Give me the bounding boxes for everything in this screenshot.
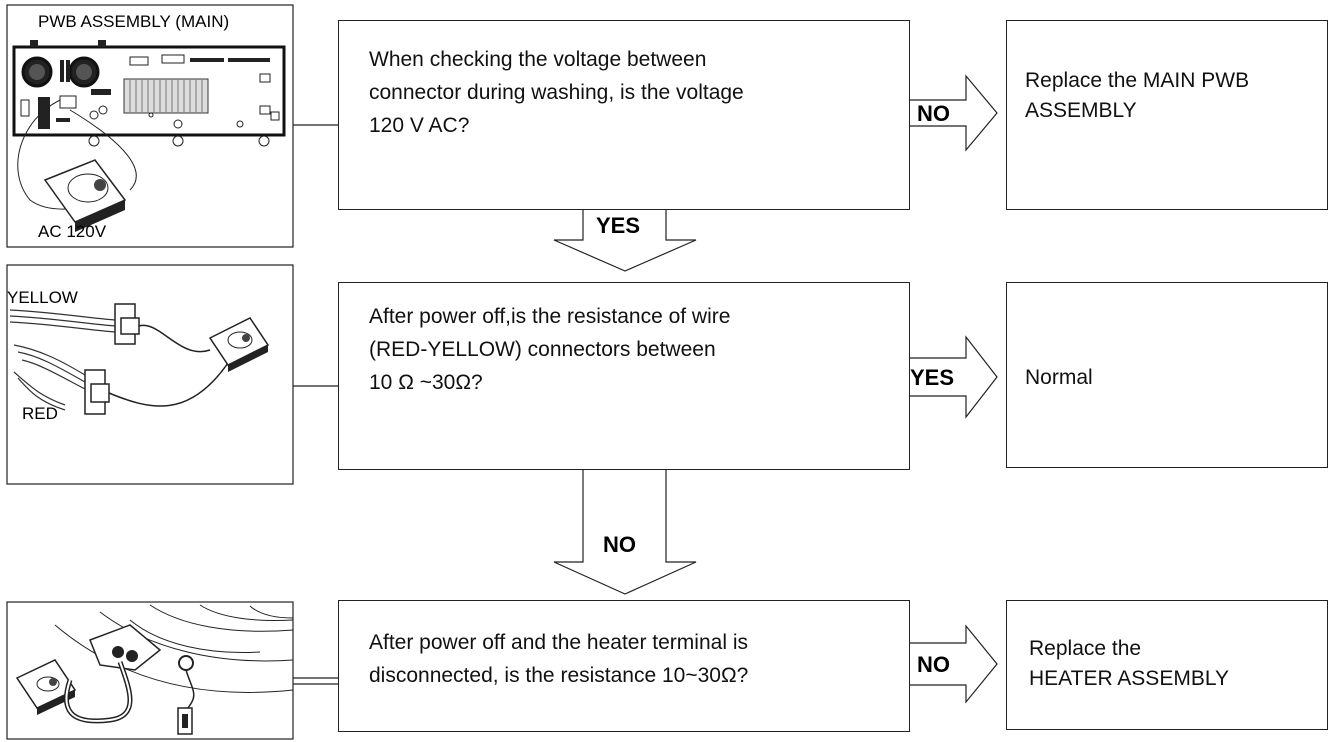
arrow-down-no-2 xyxy=(553,468,697,595)
result-box-replace-heater: Replace the HEATER ASSEMBLY xyxy=(1006,600,1328,730)
question-box-3: After power off and the heater terminal … xyxy=(338,600,910,732)
result-box-replace-main-pwb: Replace the MAIN PWB ASSEMBLY xyxy=(1006,20,1328,210)
yellow-wire-label: YELLOW xyxy=(7,288,78,307)
arrow-right-no-3 xyxy=(908,624,998,704)
arrow-right-yes-2 xyxy=(908,335,998,419)
pwb-assembly-title: PWB ASSEMBLY (MAIN) xyxy=(38,12,230,31)
wire-connector-illustration xyxy=(6,264,294,485)
arrow-label-yes-2: YES xyxy=(910,365,955,390)
arrow-label-no-2: NO xyxy=(603,532,636,557)
question-text-3: After power off and the heater terminal … xyxy=(369,631,749,687)
pwb-board-illustration xyxy=(6,4,294,248)
arrow-down-yes-1 xyxy=(553,208,697,272)
question-box-1: When checking the voltage between connec… xyxy=(338,20,910,210)
arrow-label-no-1: NO xyxy=(917,101,950,126)
ac-120v-caption: AC 120V xyxy=(38,222,107,241)
result-text-replace-main-pwb: Replace the MAIN PWB ASSEMBLY xyxy=(1025,69,1250,122)
arrow-label-yes-1: YES xyxy=(596,213,641,238)
red-wire-label: RED xyxy=(22,404,58,423)
arrow-right-no-1 xyxy=(908,74,998,152)
question-text-2: After power off,is the resistance of wir… xyxy=(369,305,731,394)
result-box-normal: Normal xyxy=(1006,282,1328,468)
question-text-1: When checking the voltage between connec… xyxy=(369,48,744,137)
heater-illustration xyxy=(6,601,294,740)
result-text-replace-heater: Replace the HEATER ASSEMBLY xyxy=(1029,637,1229,690)
question-box-2: After power off,is the resistance of wir… xyxy=(338,282,910,470)
result-text-normal: Normal xyxy=(1025,366,1093,389)
arrow-label-no-3: NO xyxy=(917,652,950,677)
